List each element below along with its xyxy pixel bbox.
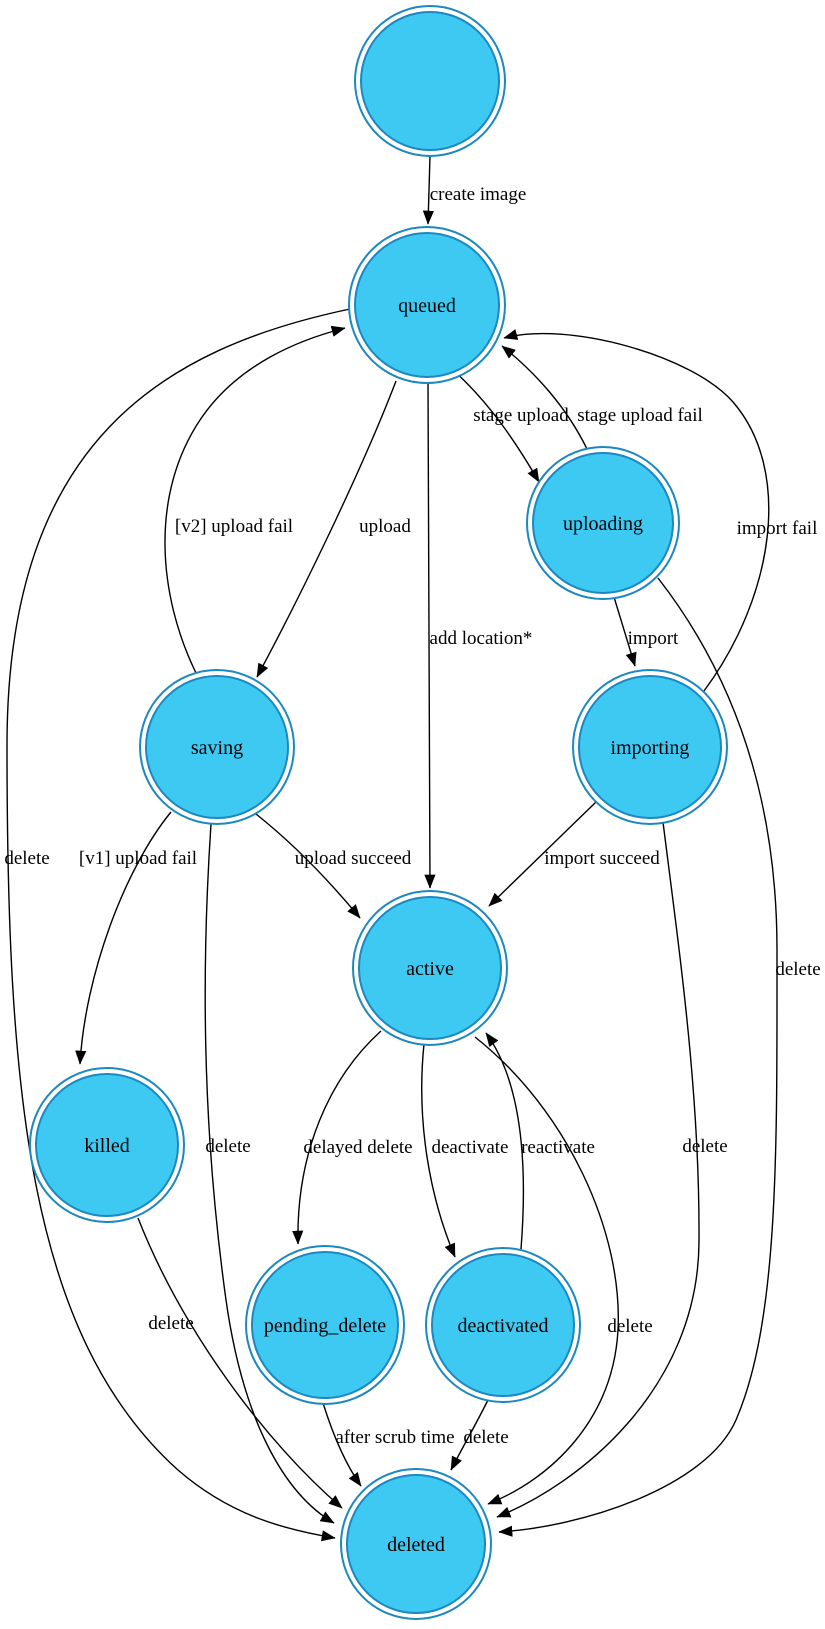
state-node-inner-circle — [251, 1251, 399, 1399]
state-node-label-saving: saving — [191, 737, 243, 759]
state-node-inner-circle — [578, 675, 722, 819]
edge-label-uploading-importing: import — [628, 628, 679, 649]
edge-importing-queued — [503, 329, 770, 692]
edge-label-start-queued: create image — [430, 184, 527, 205]
edge-uploading-importing — [613, 596, 637, 667]
state-node-killed: killed — [29, 1067, 185, 1223]
edge-active-deactivated — [421, 1043, 456, 1258]
state-node-inner-circle — [35, 1073, 179, 1217]
edge-queued-deleted — [6, 308, 351, 1542]
edge-queued-saving — [256, 380, 397, 678]
nodes-layer: queued uploading saving importing active kill… — [29, 5, 728, 1620]
edge-active-pending_delete — [292, 1030, 382, 1245]
edge-active-deleted — [474, 1036, 619, 1505]
edge-label-importing-deleted: delete — [682, 1136, 727, 1157]
edge-label-importing-active: import succeed — [544, 848, 660, 869]
state-node-deleted: deleted — [340, 1468, 492, 1620]
state-node-start — [354, 5, 506, 157]
edge-labels-layer: create image stage upload stage upload fai… — [4, 184, 820, 1448]
state-node-importing: importing — [572, 669, 728, 825]
state-node-queued: queued — [348, 226, 506, 384]
edge-label-queued-deleted: delete — [4, 848, 49, 869]
state-node-label-deactivated: deactivated — [457, 1315, 548, 1337]
state-node-inner-circle — [360, 11, 500, 151]
state-node-label-uploading: uploading — [563, 513, 643, 535]
edge-label-uploading-deleted: delete — [775, 959, 820, 980]
edge-label-uploading-queued: stage upload fail — [577, 405, 703, 426]
state-node-inner-circle — [145, 675, 289, 819]
edge-label-queued-saving: upload — [359, 516, 411, 537]
state-node-inner-circle — [358, 896, 502, 1040]
edges-layer — [6, 155, 778, 1542]
state-node-label-deleted: deleted — [387, 1534, 445, 1556]
state-node-label-pending_delete: pending_delete — [264, 1315, 386, 1337]
edge-label-active-deactivated: deactivate — [431, 1137, 508, 1158]
edge-queued-active — [424, 382, 436, 889]
state-node-active: active — [352, 890, 508, 1046]
edge-label-saving-deleted: delete — [205, 1136, 250, 1157]
state-node-saving: saving — [139, 669, 295, 825]
edge-label-deactivated-deleted: delete — [463, 1427, 508, 1448]
state-node-label-active: active — [406, 958, 454, 980]
state-node-label-killed: killed — [84, 1135, 130, 1157]
state-node-deactivated: deactivated — [425, 1247, 581, 1403]
edge-importing-active — [488, 801, 597, 907]
state-node-pending_delete: pending_delete — [245, 1245, 405, 1405]
state-node-inner-circle — [346, 1474, 486, 1614]
edge-uploading-queued — [501, 345, 588, 450]
edge-label-saving-active: upload succeed — [295, 848, 412, 869]
state-node-uploading: uploading — [526, 446, 680, 600]
edge-label-pending_delete-deleted: after scrub time — [335, 1427, 454, 1448]
edge-saving-killed — [75, 811, 172, 1065]
state-node-label-queued: queued — [398, 295, 456, 317]
edge-label-queued-uploading: stage upload — [473, 405, 569, 426]
edge-label-killed-deleted: delete — [148, 1313, 193, 1334]
edge-importing-deleted — [496, 821, 700, 1518]
edge-start-queued — [422, 155, 434, 225]
edge-saving-active — [255, 813, 361, 919]
edge-queued-uploading — [451, 368, 540, 483]
edge-uploading-deleted — [498, 577, 778, 1537]
edge-label-saving-queued: [v2] upload fail — [175, 516, 293, 537]
state-node-inner-circle — [354, 232, 500, 378]
edge-saving-deleted — [204, 823, 335, 1524]
edge-deactivated-active — [485, 1032, 525, 1250]
edge-pending_delete-deleted — [322, 1402, 362, 1487]
edge-label-active-pending_delete: delayed delete — [303, 1137, 412, 1158]
edge-label-deactivated-active: reactivate — [521, 1137, 595, 1158]
state-node-inner-circle — [532, 452, 674, 594]
edge-label-active-deleted: delete — [607, 1316, 652, 1337]
state-node-label-importing: importing — [611, 737, 690, 759]
edge-saving-queued — [164, 325, 346, 674]
edge-label-importing-queued: import fail — [737, 518, 818, 539]
edge-killed-deleted — [137, 1217, 343, 1509]
edge-deactivated-deleted — [450, 1399, 489, 1471]
edge-label-queued-active: add location* — [430, 628, 533, 649]
edge-label-saving-killed: [v1] upload fail — [79, 848, 197, 869]
state-node-inner-circle — [431, 1253, 575, 1397]
